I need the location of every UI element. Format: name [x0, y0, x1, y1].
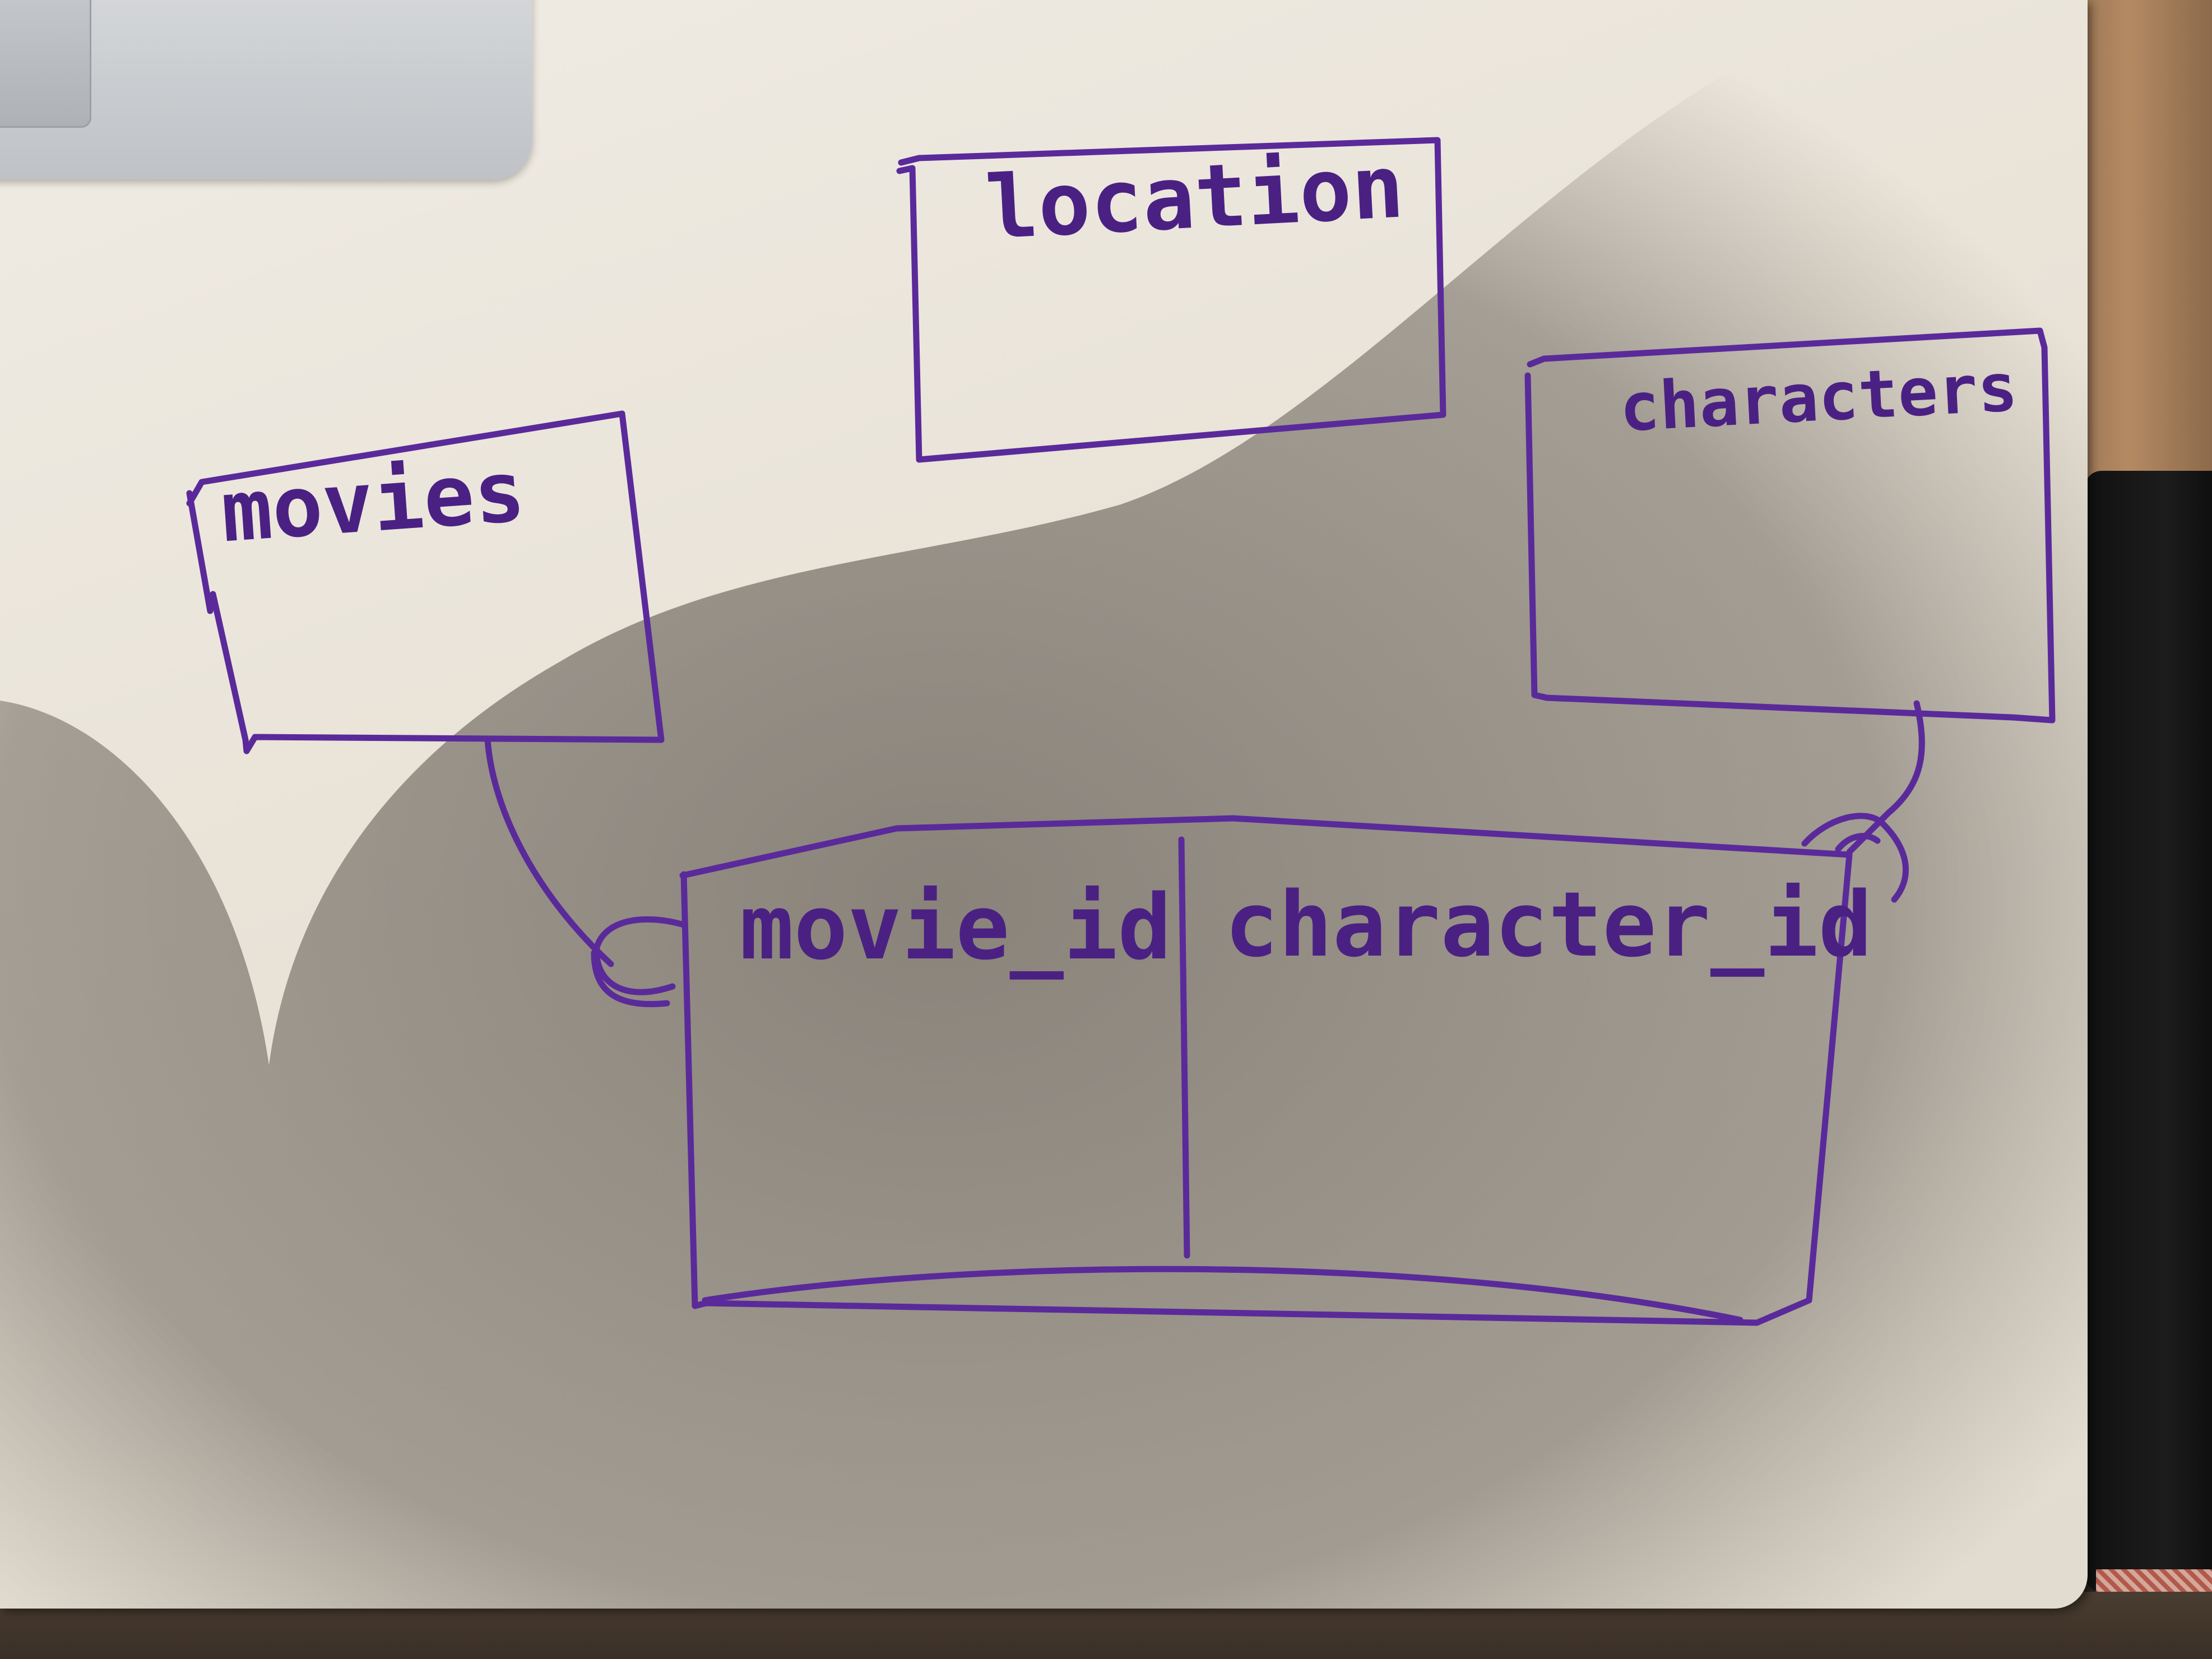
movies-box — [186, 410, 665, 754]
characters-box — [1524, 327, 2056, 724]
join-table-bottom-line — [702, 1266, 1743, 1323]
location-box — [896, 137, 1446, 463]
characters-relationship-line — [1846, 700, 1925, 855]
characters-crows-foot — [1801, 813, 1909, 903]
black-chair — [2085, 471, 2212, 1592]
location-title: location — [983, 136, 1406, 259]
er-diagram: location movies characters movie_id char… — [186, 136, 2056, 1326]
join-table-box — [679, 815, 1853, 1326]
join-column-movie-id: movie_id — [740, 875, 1172, 980]
movies-title: movies — [218, 443, 528, 561]
join-column-character-id: character_id — [1225, 872, 1872, 977]
movies-relationship-line — [484, 736, 614, 967]
join-table-divider — [1178, 836, 1190, 1259]
characters-title: characters — [1617, 349, 2019, 447]
whiteboard: location movies characters movie_id char… — [0, 0, 2088, 1609]
movies-crows-foot — [591, 916, 687, 1007]
wooden-table-edge — [2074, 0, 2212, 504]
